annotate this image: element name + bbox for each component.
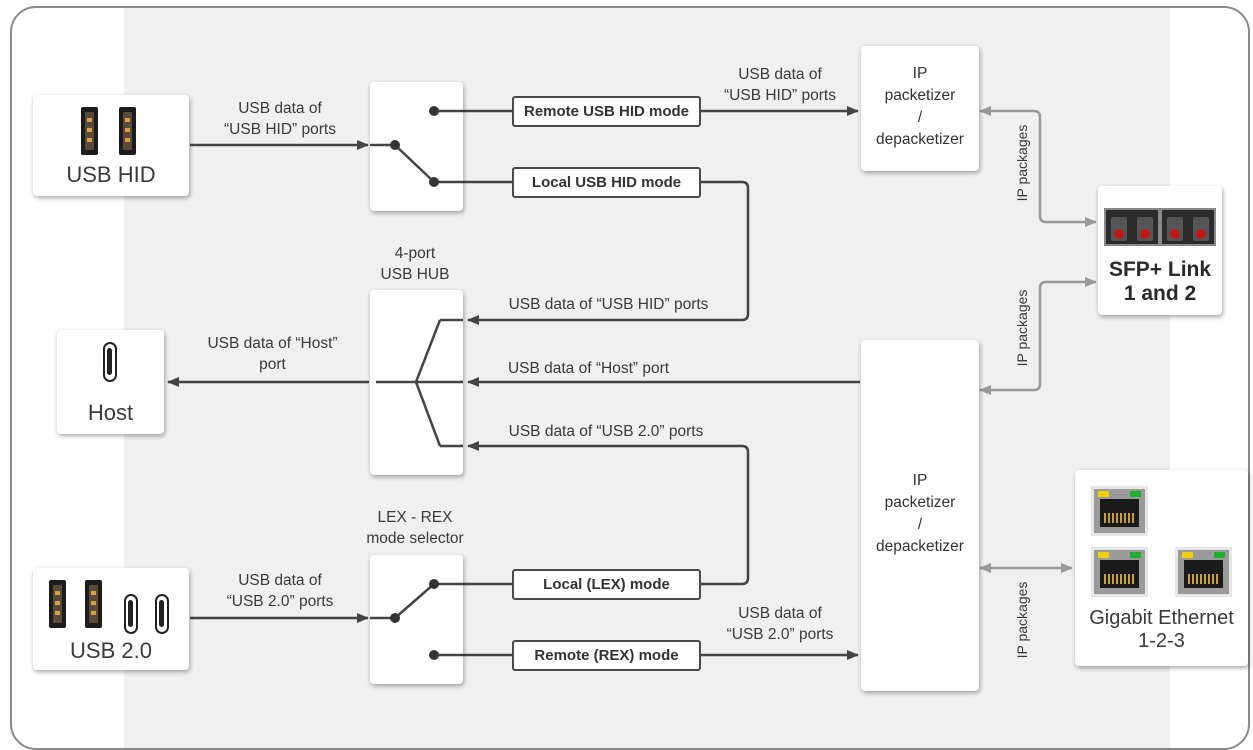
usb-hub-block	[370, 290, 463, 475]
rj45-port-icon	[1175, 547, 1232, 597]
hid-out-label: USB data of“USB HID” ports	[724, 66, 836, 104]
usb-c-port-icon	[124, 594, 138, 634]
usb-a-port-icon	[85, 580, 102, 628]
host-device: Host	[57, 330, 164, 434]
hid-mode-switch	[370, 82, 463, 211]
local-lex-mode: Local (LEX) mode	[512, 569, 701, 600]
hid-in-label: USB data of“USB HID” ports	[224, 100, 336, 138]
usb20-label: USB 2.0	[70, 638, 152, 663]
rj45-port-icon	[1091, 486, 1148, 536]
host-label: Host	[87, 400, 134, 425]
ip-packages-label-mid: IP packages	[1014, 289, 1030, 367]
usb-a-port-icon	[81, 107, 98, 155]
hub-hid-label: USB data of “USB HID” ports	[508, 296, 709, 313]
wire-local-hid-to-hub	[467, 180, 750, 325]
ip-packages-label-bottom: IP packages	[1014, 581, 1030, 659]
host-out-label: USB data of “Host”port	[207, 335, 338, 373]
lex-rex-selector	[370, 555, 463, 684]
usb20-in-label: USB data of“USB 2.0” ports	[226, 572, 334, 610]
usb-hid-device: USB HID	[33, 95, 189, 196]
usb-a-port-icon	[119, 107, 136, 155]
rj45-port-icon	[1091, 547, 1148, 597]
usb-c-port-icon	[103, 342, 117, 382]
usb-a-port-icon	[49, 580, 66, 628]
usb20-device: USB 2.0	[33, 568, 189, 670]
sfp-port-icon	[1160, 208, 1216, 246]
remote-rex-mode: Remote (REX) mode	[512, 640, 701, 671]
remote-usb-hid-mode: Remote USB HID mode	[512, 96, 701, 127]
ip-link-mid	[979, 277, 1097, 395]
usb-hid-label: USB HID	[66, 162, 156, 187]
usb-c-port-icon	[155, 594, 169, 634]
local-usb-hid-mode: Local USB HID mode	[512, 167, 701, 198]
usb20-out-label: USB data of“USB 2.0” ports	[726, 605, 834, 643]
ip-link-top	[979, 106, 1097, 227]
sfp-port-icon	[1104, 208, 1160, 246]
hub-usb20-label: USB data of “USB 2.0” ports	[508, 423, 704, 440]
ip-packages-label-top: IP packages	[1014, 124, 1030, 202]
wire-lex-to-hub	[467, 441, 750, 586]
hub-host-label: USB data of “Host” port	[507, 360, 670, 377]
